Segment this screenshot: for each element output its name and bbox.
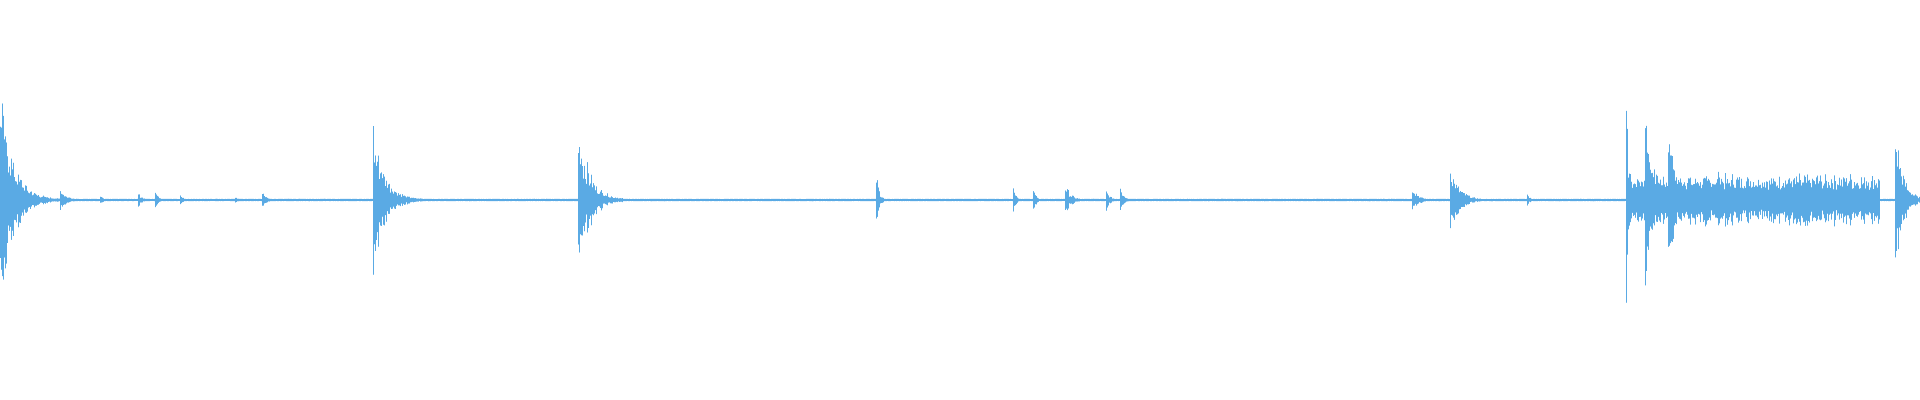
waveform-bars [0, 103, 1920, 303]
